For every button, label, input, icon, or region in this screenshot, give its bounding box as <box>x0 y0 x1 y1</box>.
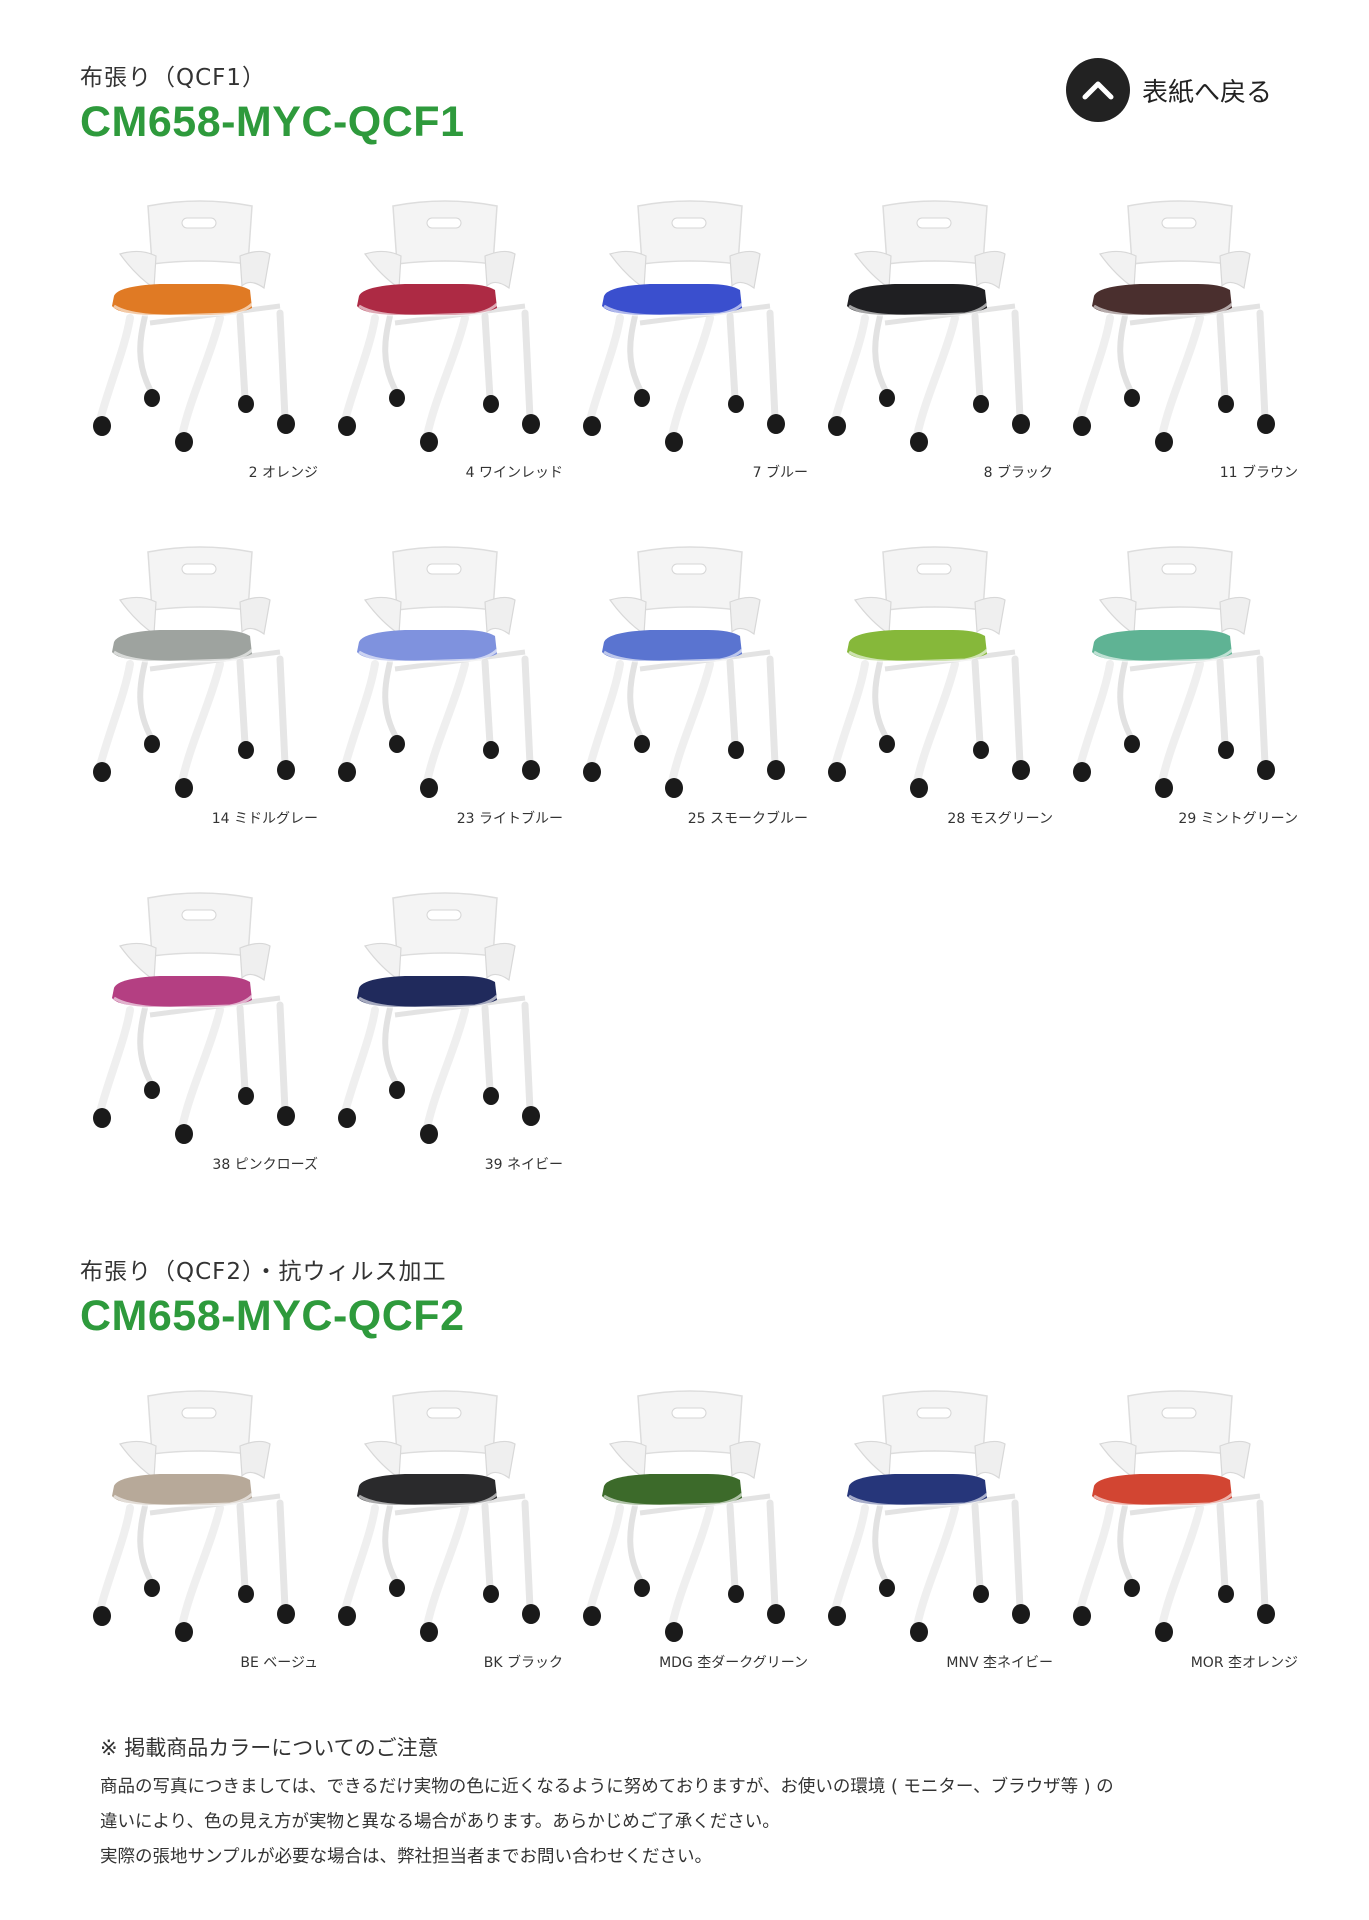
color-option[interactable]: 28 モスグリーン <box>825 544 1065 844</box>
color-label: 29 ミントグリーン <box>1178 811 1298 827</box>
section-2-subtitle: 布張り（QCF2）・抗ウィルス加工 <box>80 1259 447 1285</box>
color-label: 8 ブラック <box>983 465 1053 481</box>
chevron-up-icon <box>1066 58 1130 122</box>
chair-image <box>1073 546 1275 798</box>
section-1-product-code: CM658-MYC-QCF1 <box>80 98 465 146</box>
notice-line: 商品の写真につきましては、できるだけ実物の色に近くなるように努めておりますが、お… <box>100 1777 1114 1797</box>
chair-image <box>583 546 785 798</box>
section-2-product-code: CM658-MYC-QCF2 <box>80 1292 465 1340</box>
color-option[interactable]: 11 ブラウン <box>1070 198 1310 498</box>
color-option[interactable]: MNV 杢ネイビー <box>825 1388 1065 1688</box>
chair-image <box>93 546 295 798</box>
color-option[interactable]: MDG 杢ダークグリーン <box>580 1388 820 1688</box>
color-option[interactable]: 4 ワインレッド <box>335 198 575 498</box>
color-option[interactable]: BK ブラック <box>335 1388 575 1688</box>
color-notice: ※ 掲載商品カラーについてのご注意 商品の写真につきましては、できるだけ実物の色… <box>100 1732 1300 1875</box>
color-label: 28 モスグリーン <box>947 811 1053 827</box>
color-option[interactable]: 14 ミドルグレー <box>90 544 330 844</box>
color-option[interactable]: 7 ブルー <box>580 198 820 498</box>
chair-image <box>1073 1390 1275 1642</box>
color-label: BK ブラック <box>483 1655 563 1671</box>
color-label: 14 ミドルグレー <box>211 811 318 827</box>
color-label: BE ベージュ <box>240 1655 318 1671</box>
color-option[interactable]: 25 スモークブルー <box>580 544 820 844</box>
chair-image <box>583 1390 785 1642</box>
chair-image <box>828 1390 1030 1642</box>
chair-image <box>93 1390 295 1642</box>
chair-image <box>1073 200 1275 452</box>
chair-image <box>338 546 540 798</box>
color-label: 7 ブルー <box>752 465 808 481</box>
back-to-cover-label: 表紙へ戻る <box>1142 77 1273 108</box>
color-label: 25 スモークブルー <box>687 811 808 827</box>
chair-image <box>338 200 540 452</box>
color-option[interactable]: BE ベージュ <box>90 1388 330 1688</box>
color-label: MDG 杢ダークグリーン <box>659 1655 808 1671</box>
color-option[interactable]: MOR 杢オレンジ <box>1070 1388 1310 1688</box>
chair-image <box>338 892 540 1144</box>
notice-line: 実際の張地サンプルが必要な場合は、弊社担当者までお問い合わせください。 <box>100 1847 712 1867</box>
color-label: 38 ピンクローズ <box>212 1157 318 1173</box>
chair-image <box>93 200 295 452</box>
color-label: 39 ネイビー <box>484 1157 563 1173</box>
back-to-cover-button[interactable]: 表紙へ戻る <box>1066 58 1272 122</box>
color-option[interactable]: 38 ピンクローズ <box>90 890 330 1190</box>
chair-image <box>93 892 295 1144</box>
color-label: 2 オレンジ <box>248 465 318 481</box>
color-option[interactable]: 23 ライトブルー <box>335 544 575 844</box>
color-option[interactable]: 39 ネイビー <box>335 890 575 1190</box>
color-label: MOR 杢オレンジ <box>1190 1655 1298 1671</box>
color-option[interactable]: 8 ブラック <box>825 198 1065 498</box>
notice-title: ※ 掲載商品カラーについてのご注意 <box>100 1736 439 1760</box>
color-label: 23 ライトブルー <box>456 811 563 827</box>
chair-image <box>338 1390 540 1642</box>
chair-image <box>828 200 1030 452</box>
color-option[interactable]: 2 オレンジ <box>90 198 330 498</box>
color-option[interactable]: 29 ミントグリーン <box>1070 544 1310 844</box>
color-label: MNV 杢ネイビー <box>946 1655 1053 1671</box>
color-label: 11 ブラウン <box>1219 465 1298 481</box>
chair-image <box>828 546 1030 798</box>
chair-image <box>583 200 785 452</box>
notice-line: 違いにより、色の見え方が実物と異なる場合があります。あらかじめご了承ください。 <box>100 1812 780 1832</box>
color-label: 4 ワインレッド <box>465 465 563 481</box>
section-1-subtitle: 布張り（QCF1） <box>80 65 267 91</box>
